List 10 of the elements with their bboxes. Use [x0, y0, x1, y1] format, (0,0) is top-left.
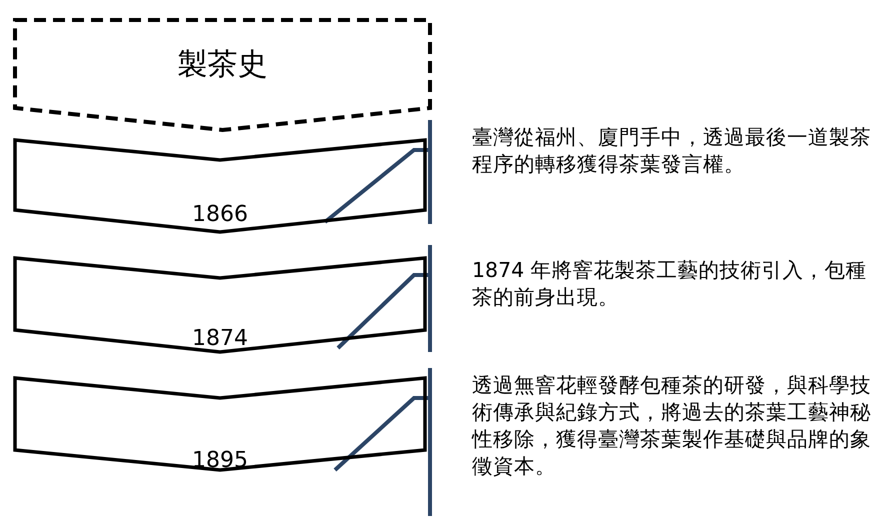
description-text: 臺灣從福州、廈門手中，透過最後一道製茶程序的轉移獲得茶葉發言權。 — [472, 124, 872, 178]
year-label: 1895 — [191, 448, 249, 473]
year-label: 1866 — [191, 202, 249, 227]
description-text: 1874 年將窨花製茶工藝的技術引入，包種茶的前身出現。 — [472, 257, 868, 312]
title: 製茶史 — [176, 46, 268, 84]
leader-line — [334, 396, 428, 472]
year-label: 1874 — [191, 326, 249, 351]
leader-line — [336, 273, 428, 350]
description-text: 透過無窨花輕發酵包種茶的研發，與科學技術傳承與紀錄方式，將過去的茶葉工藝神秘性移除，獲得臺灣茶葉製作基礎與品牌的象徵資本。 — [472, 372, 872, 480]
leader-line — [324, 148, 428, 224]
